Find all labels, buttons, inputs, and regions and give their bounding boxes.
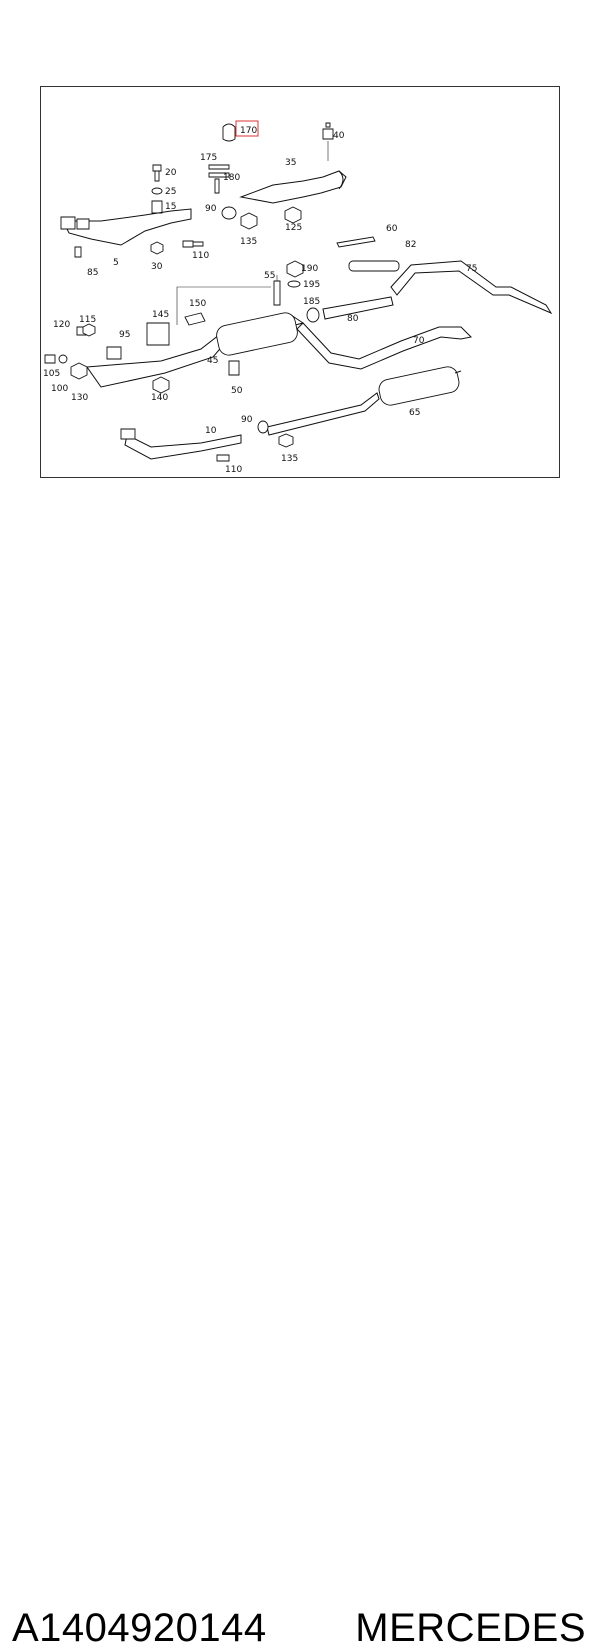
part-45-silencer[interactable] <box>215 311 299 357</box>
part-65-rear-silencer[interactable] <box>377 365 461 407</box>
label-190: 190 <box>301 264 318 274</box>
part-60-strap[interactable] <box>336 236 376 248</box>
label-85: 85 <box>87 268 98 278</box>
part-135-nut[interactable] <box>240 212 258 230</box>
part-105-bolt[interactable] <box>44 354 56 364</box>
exhaust-system-diagram: 170 40 175 180 35 90 135 125 20 25 15 30… <box>40 86 560 478</box>
part-110-bolt[interactable] <box>182 240 204 248</box>
label-130: 130 <box>71 393 88 403</box>
part-40-clamp[interactable]: 40 <box>322 122 345 161</box>
label-145: 145 <box>152 310 169 320</box>
label-75: 75 <box>466 264 477 274</box>
label-30: 30 <box>151 262 163 272</box>
part-55-sensor[interactable] <box>273 280 281 306</box>
label-40: 40 <box>333 131 345 141</box>
part-85-bolt[interactable] <box>74 246 82 258</box>
label-135b: 135 <box>281 454 298 464</box>
label-195: 195 <box>303 280 320 290</box>
part-5-front-pipe[interactable] <box>62 208 192 246</box>
label-70: 70 <box>413 336 425 346</box>
caption: A1404920144 MERCEDES <box>0 800 600 1650</box>
label-10: 10 <box>205 426 217 436</box>
part-145-bracket[interactable] <box>146 322 170 346</box>
label-50: 50 <box>231 386 243 396</box>
part-30-nut[interactable] <box>150 241 164 255</box>
label-90b: 90 <box>241 415 253 425</box>
label-150: 150 <box>189 299 206 309</box>
part-90-gasket[interactable] <box>221 206 237 220</box>
part-35-center-pipe[interactable] <box>239 170 347 204</box>
label-180: 180 <box>223 173 240 183</box>
part-15-spring[interactable] <box>151 200 163 214</box>
part-140-nut[interactable] <box>152 376 170 394</box>
part-180-bolt[interactable] <box>214 178 220 194</box>
label-65: 65 <box>409 408 420 418</box>
part-190-plug[interactable] <box>286 260 304 278</box>
part-90b-gasket[interactable] <box>257 420 269 434</box>
label-115: 115 <box>79 315 96 325</box>
label-175: 175 <box>200 153 217 163</box>
label-120: 120 <box>53 320 70 330</box>
part-135b-nut[interactable] <box>278 433 294 448</box>
label-100: 100 <box>51 384 68 394</box>
label-110a: 110 <box>192 251 209 261</box>
part-50-hanger[interactable] <box>228 360 240 376</box>
label-5: 5 <box>113 258 119 268</box>
part-10-front-pipe[interactable] <box>124 434 242 460</box>
part-130-nut[interactable] <box>70 362 88 380</box>
part-100-washer[interactable] <box>58 354 68 364</box>
brand-name: MERCEDES <box>355 1606 586 1650</box>
part-5-flange <box>60 216 90 230</box>
label-125: 125 <box>285 223 302 233</box>
diagram-canvas: 170 40 175 180 35 90 135 125 20 25 15 30… <box>43 120 553 475</box>
label-135a: 135 <box>240 237 257 247</box>
label-110b: 110 <box>225 465 242 475</box>
label-35: 35 <box>285 158 296 168</box>
label-15: 15 <box>165 202 176 212</box>
label-60: 60 <box>386 224 398 234</box>
part-bottom-pipe <box>266 392 380 436</box>
label-80: 80 <box>347 314 359 324</box>
part-115-nut[interactable] <box>82 323 96 337</box>
label-170: 170 <box>240 126 257 136</box>
label-105: 105 <box>43 369 60 379</box>
label-55: 55 <box>264 271 275 281</box>
label-20: 20 <box>165 168 177 178</box>
label-45: 45 <box>207 356 218 366</box>
label-90a: 90 <box>205 204 217 214</box>
part-10-flange <box>120 428 136 440</box>
part-110b-bolt[interactable] <box>216 454 230 462</box>
part-95-gasket[interactable] <box>106 346 122 360</box>
part-195-washer[interactable] <box>287 280 301 288</box>
part-82-pipe[interactable] <box>348 260 400 272</box>
part-175-strap[interactable] <box>208 164 230 178</box>
part-80-pipe[interactable] <box>322 296 394 320</box>
label-185: 185 <box>303 297 320 307</box>
part-170-hanger[interactable]: 170 <box>222 120 259 142</box>
label-95: 95 <box>119 330 130 340</box>
part-75-tail-pipe[interactable] <box>390 260 553 315</box>
label-25: 25 <box>165 187 176 197</box>
part-185-gasket[interactable] <box>306 307 320 323</box>
part-20-bolt[interactable] <box>152 164 162 182</box>
part-125-nut[interactable] <box>284 206 302 224</box>
part-70-rear-pipe[interactable] <box>296 322 473 370</box>
part-number: A1404920144 <box>12 1606 267 1650</box>
label-140: 140 <box>151 393 168 403</box>
part-25-washer[interactable] <box>151 187 163 195</box>
part-150-clamp[interactable] <box>184 312 206 326</box>
label-82: 82 <box>405 240 416 250</box>
